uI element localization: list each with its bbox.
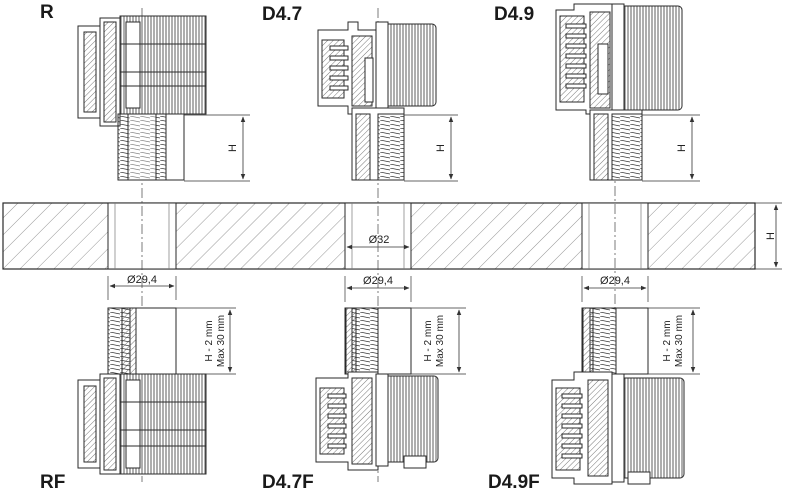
- d49f-bore-label: Ø29,4: [600, 275, 630, 287]
- connector-rf: [77, 307, 207, 475]
- label-d47f: D4.7F: [262, 472, 314, 493]
- rf-range-line1: H - 2 mm: [204, 320, 215, 361]
- connector-d49f: [551, 307, 685, 485]
- label-d47: D4.7: [262, 4, 303, 25]
- connector-r: [77, 15, 207, 181]
- d49-height-dimension: H: [642, 114, 700, 182]
- r-height-dimension: H: [184, 114, 250, 182]
- d47f-range-line1: H - 2 mm: [423, 320, 434, 361]
- plate-h-label: H: [765, 232, 777, 240]
- rf-bore-dimension: Ø29,4: [107, 274, 177, 300]
- label-r: R: [40, 2, 54, 23]
- connector-d47f: [315, 307, 439, 471]
- connector-d47: [317, 21, 437, 181]
- label-d49: D4.9: [494, 4, 535, 25]
- d47f-range-line2: Max 30 mm: [435, 315, 446, 367]
- d47-h-label: H: [435, 144, 447, 152]
- d49f-range-line1: H - 2 mm: [662, 320, 673, 361]
- label-d49f: D4.9F: [488, 472, 540, 493]
- rf-bore-label: Ø29,4: [127, 274, 157, 286]
- d47f-bore-label: Ø29,4: [363, 275, 393, 287]
- label-rf: RF: [40, 472, 66, 493]
- bore-diameter-dimension: Ø32: [346, 233, 410, 250]
- d49f-range-line2: Max 30 mm: [674, 315, 685, 367]
- d47f-bore-dimension: Ø29,4: [344, 275, 412, 302]
- d47f-range-dimension: H - 2 mm Max 30 mm: [411, 307, 466, 375]
- d49-h-label: H: [676, 144, 688, 152]
- r-h-label: H: [227, 144, 239, 152]
- d47-height-dimension: H: [404, 114, 458, 182]
- connector-d49: [555, 3, 683, 181]
- d49f-bore-dimension: Ø29,4: [581, 275, 649, 302]
- rf-range-dimension: H - 2 mm Max 30 mm: [176, 307, 236, 375]
- rf-range-line2: Max 30 mm: [216, 315, 227, 367]
- d49f-range-dimension: H - 2 mm Max 30 mm: [648, 307, 700, 375]
- plate-thickness-dimension: H: [755, 202, 782, 270]
- bore-diameter-label: Ø32: [369, 234, 390, 246]
